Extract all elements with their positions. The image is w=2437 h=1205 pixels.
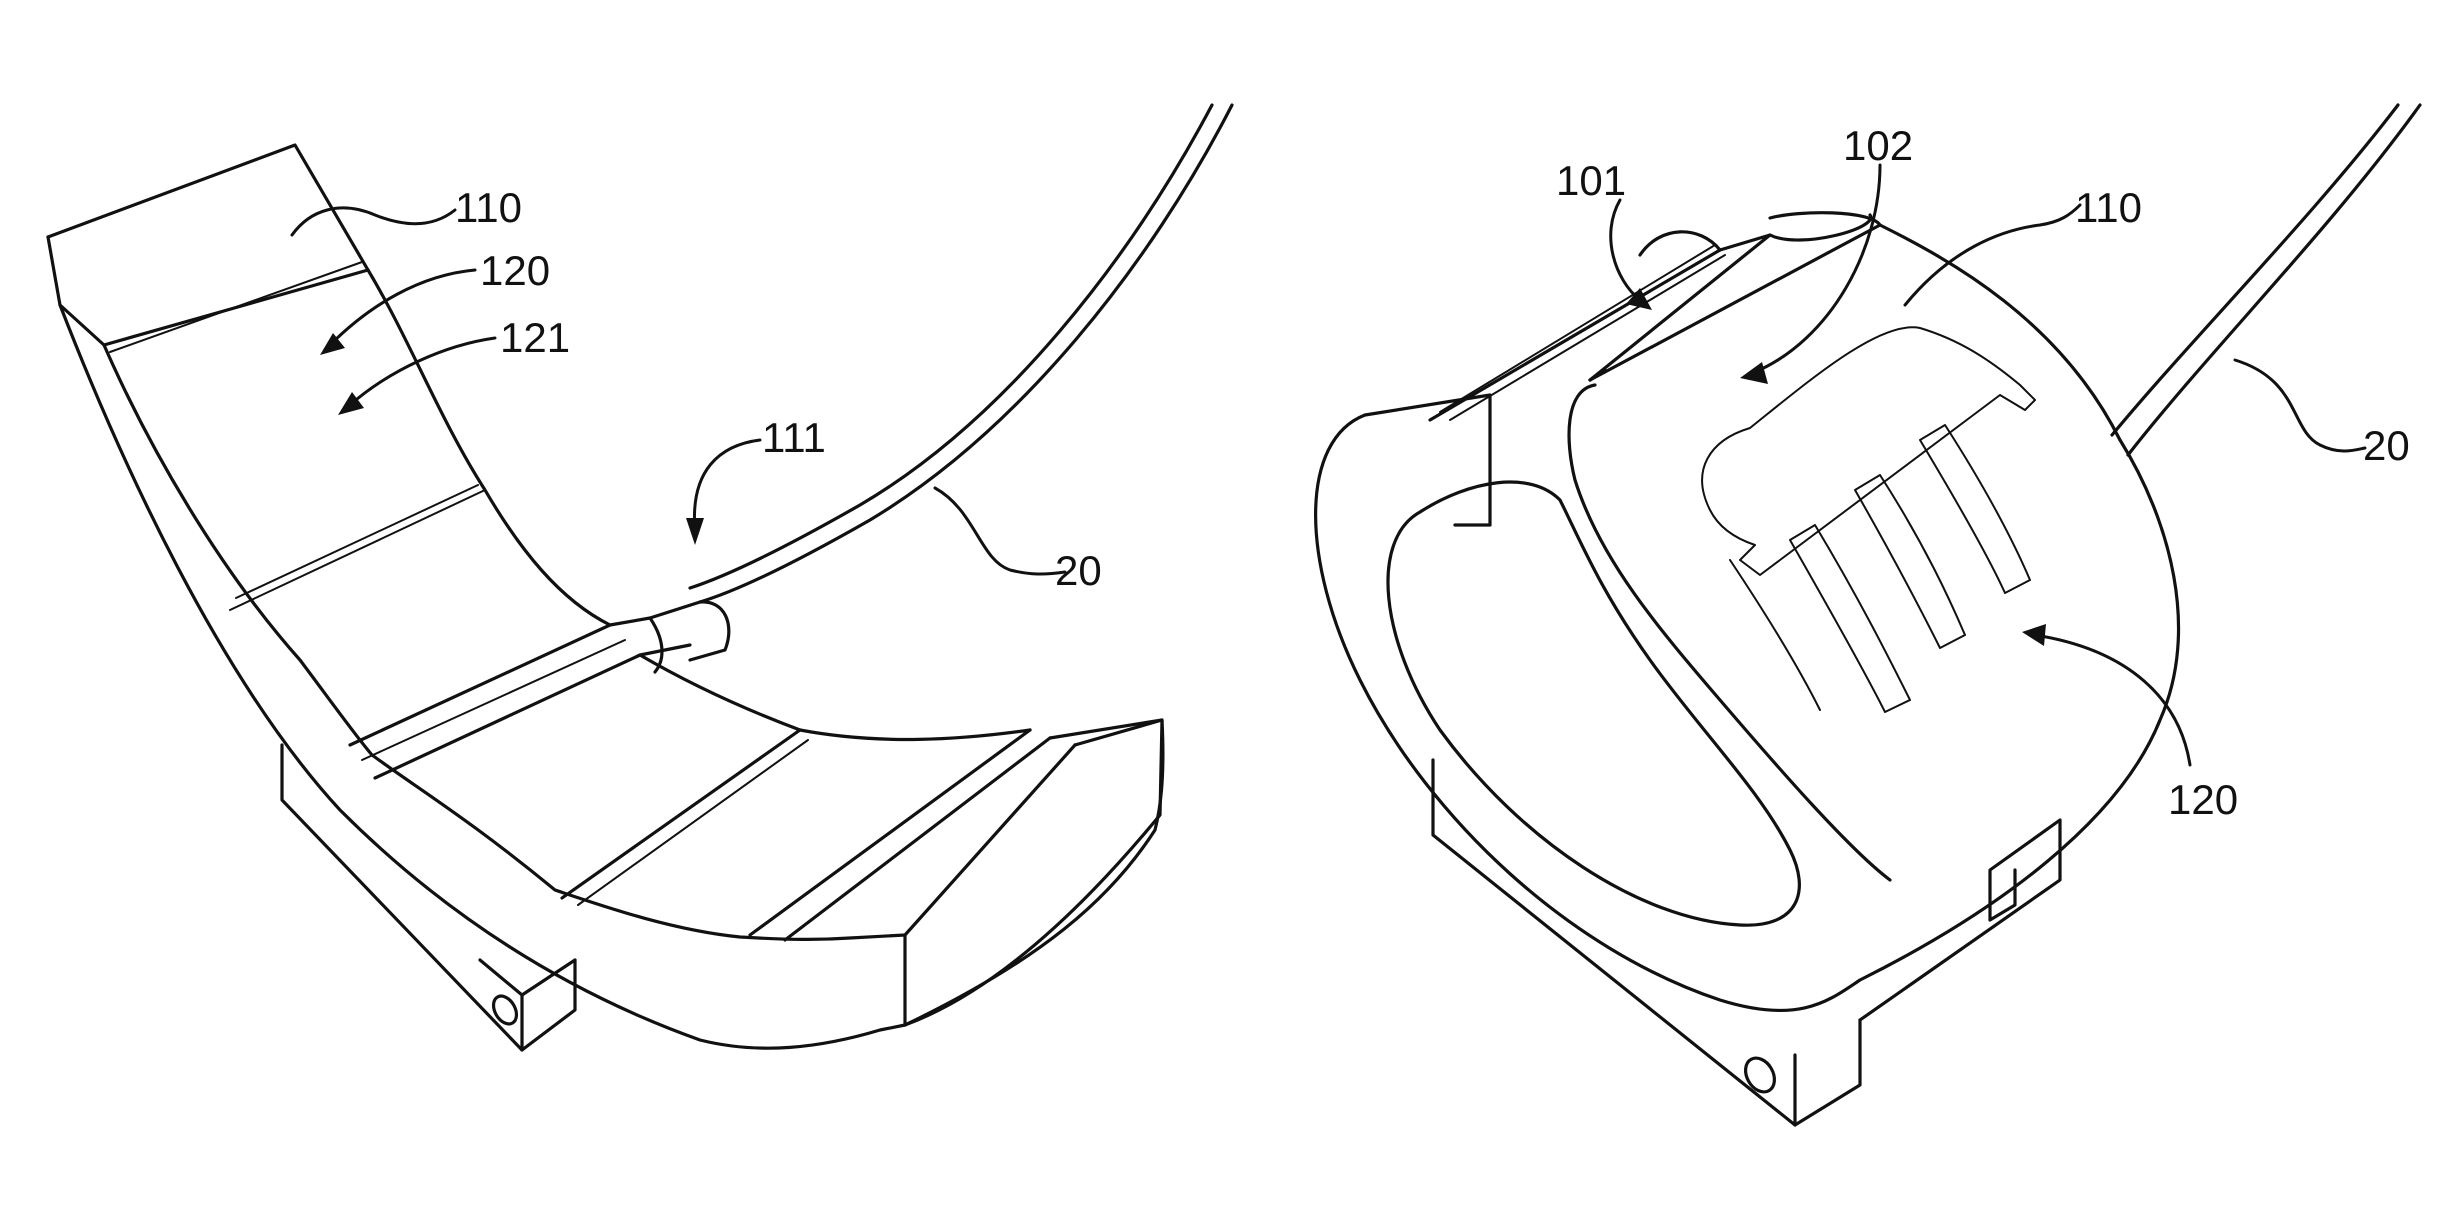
label-120-left: 120 <box>480 247 550 294</box>
left-lower-pad-c <box>748 728 1032 937</box>
arrow-120-right <box>2022 624 2046 646</box>
left-body-outer <box>46 235 1164 1050</box>
label-120-right: 120 <box>2168 776 2238 823</box>
right-grip-slot-1 <box>1789 524 1911 713</box>
left-pad-line-b <box>229 489 486 611</box>
left-pad-line-a <box>109 261 363 353</box>
arrow-111-left <box>686 518 704 545</box>
right-base-step <box>1858 818 2062 1022</box>
leader-110-right <box>1903 203 2082 307</box>
left-rib-top <box>348 600 702 747</box>
right-grip-slot-outer <box>1729 559 1821 711</box>
arrow-120-left <box>320 333 345 355</box>
label-20-left: 20 <box>1055 547 1102 594</box>
label-110-right: 110 <box>2075 184 2142 231</box>
arrow-102-right <box>1740 362 1768 384</box>
right-slot-face <box>1428 233 1772 422</box>
left-pad-edge-right <box>366 268 612 627</box>
left-lower-pad-b <box>577 739 809 906</box>
right-top-face-left <box>1363 393 1492 527</box>
leader-111-left <box>692 438 762 532</box>
right-pad-body <box>1567 383 1892 882</box>
left-pad-line-c <box>235 484 479 599</box>
left-rib-end <box>688 600 731 662</box>
arrow-101-right <box>1626 288 1652 310</box>
left-base-block <box>280 743 577 1052</box>
leader-120-left <box>328 268 477 347</box>
right-slot-line-b <box>1449 254 1726 421</box>
leader-20-right <box>2233 358 2367 453</box>
right-pad-strip <box>1588 368 1607 382</box>
right-slot-line-a <box>1439 244 1716 413</box>
left-lower-pad-d <box>783 736 1052 942</box>
label-121-left: 121 <box>500 314 570 361</box>
cable-right-inner <box>2110 103 2400 437</box>
label-101-right: 101 <box>1556 157 1626 204</box>
left-lower-inner-curve <box>638 653 1032 742</box>
leader-102-right <box>1753 163 1882 374</box>
left-base-hole-block <box>478 958 577 997</box>
left-base-hole <box>491 994 519 1026</box>
left-rib-inner <box>361 639 626 761</box>
leader-121-left <box>348 336 497 407</box>
right-grip-slot-3 <box>1919 424 2031 594</box>
leader-20-left <box>933 486 1067 576</box>
right-figure: 101 102 110 20 120 <box>1314 103 2422 1127</box>
cable-left-outer <box>698 103 1234 604</box>
right-slot-lip <box>1638 230 1722 257</box>
arrow-121-left <box>338 392 364 415</box>
right-pad-top-edge <box>1588 211 1882 382</box>
leader-110-left <box>290 206 457 237</box>
left-body-left-edge <box>46 143 370 272</box>
cable-left-inner <box>688 103 1214 590</box>
right-ring-outer <box>1314 413 2181 1013</box>
left-body-back-edge <box>58 303 106 347</box>
label-20-right: 20 <box>2363 422 2410 469</box>
label-111-left: 111 <box>762 414 826 461</box>
left-inner-rim <box>102 343 1077 941</box>
leader-120-right <box>2033 633 2192 767</box>
leader-101-right <box>1609 198 1642 302</box>
right-grip-slot-2 <box>1854 474 1966 649</box>
right-ring-inner <box>1386 480 1801 927</box>
label-102-right: 102 <box>1843 122 1913 169</box>
left-rib-collar <box>648 616 664 674</box>
label-110-left: 110 <box>455 184 522 231</box>
left-lower-pad-a <box>560 728 802 900</box>
right-base-hole <box>1743 1056 1777 1094</box>
right-panel-outline <box>1701 326 2036 576</box>
right-pad-back <box>1878 223 2122 442</box>
cable-right-outer <box>2126 103 2422 457</box>
right-slot-vert <box>1768 213 1873 242</box>
left-figure: 110 120 121 111 20 <box>46 103 1234 1052</box>
left-flange <box>903 718 1165 1027</box>
